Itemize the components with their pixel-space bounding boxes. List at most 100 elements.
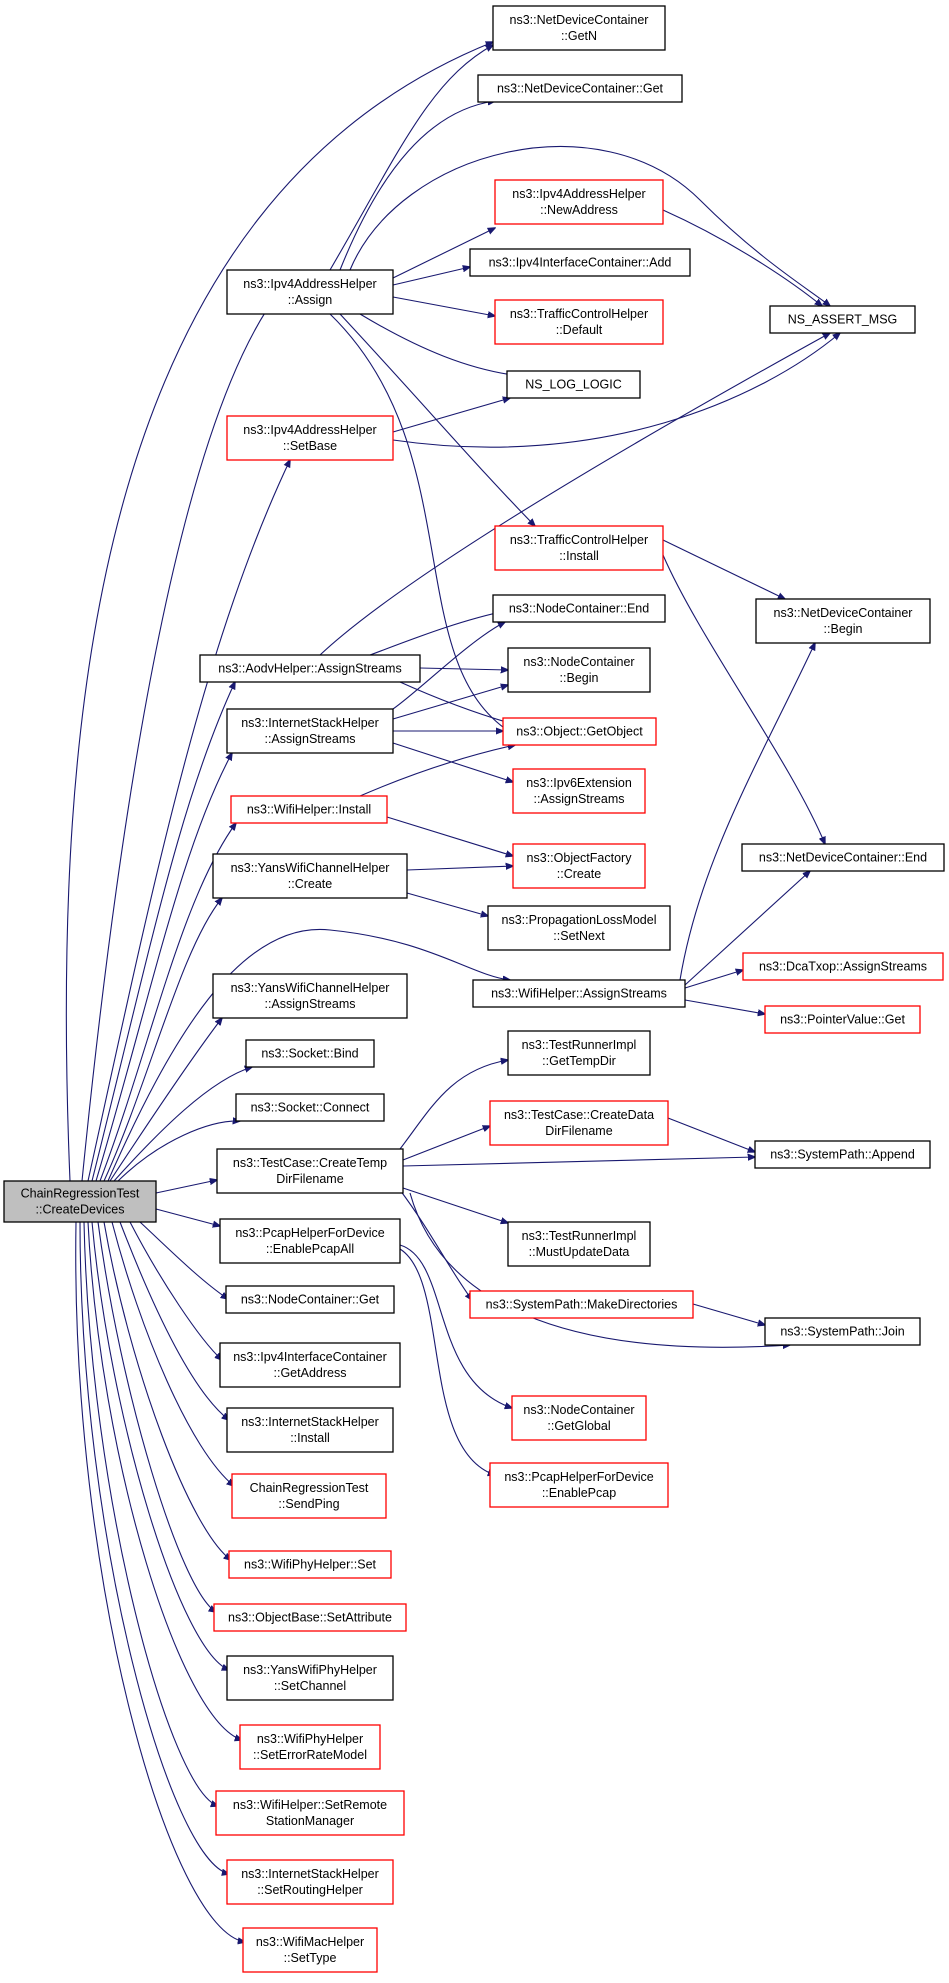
node-box bbox=[212, 973, 408, 1019]
node-ndc_begin[interactable]: ns3::NetDeviceContainer::Begin bbox=[755, 598, 931, 644]
node-ish_install[interactable]: ns3::InternetStackHelper::Install bbox=[226, 1407, 394, 1453]
node-pointer_get[interactable]: ns3::PointerValue::Get bbox=[764, 1005, 921, 1034]
node-box bbox=[469, 248, 691, 277]
node-wmh_settype[interactable]: ns3::WifiMacHelper::SetType bbox=[242, 1927, 378, 1973]
node-label-line: ns3::NetDeviceContainer bbox=[774, 606, 913, 620]
node-ipv4ic_getaddr[interactable]: ns3::Ipv4InterfaceContainer::GetAddress bbox=[219, 1342, 401, 1388]
node-nc_end[interactable]: ns3::NodeContainer::End bbox=[492, 594, 666, 623]
edge-ipv4h_assign-to-ipv4h_newaddr bbox=[392, 228, 495, 279]
node-ipv4ic_add[interactable]: ns3::Ipv4InterfaceContainer::Add bbox=[469, 248, 691, 277]
node-objfactory_create[interactable]: ns3::ObjectFactory::Create bbox=[512, 843, 646, 889]
edge-root-to-pcap_enableall bbox=[155, 1208, 220, 1226]
node-pcap_enable[interactable]: ns3::PcapHelperForDevice::EnablePcap bbox=[489, 1462, 669, 1508]
node-label-line: ns3::PcapHelperForDevice bbox=[504, 1470, 653, 1484]
node-ndc_get[interactable]: ns3::NetDeviceContainer::Get bbox=[477, 74, 683, 103]
node-sp_join[interactable]: ns3::SystemPath::Join bbox=[764, 1317, 921, 1346]
edge-root-to-nc_get bbox=[139, 1221, 228, 1299]
node-tch_default[interactable]: ns3::TrafficControlHelper::Default bbox=[494, 299, 664, 345]
node-wifih_install[interactable]: ns3::WifiHelper::Install bbox=[230, 795, 388, 824]
node-label-line: ns3::NetDeviceContainer::Get bbox=[497, 82, 664, 96]
edge-ish_assign-to-nc_end bbox=[392, 622, 505, 710]
edge-root-to-wifih_setremote bbox=[83, 1221, 218, 1806]
node-yans_create[interactable]: ns3::YansWifiChannelHelper::Create bbox=[212, 853, 408, 899]
node-socket_bind[interactable]: ns3::Socket::Bind bbox=[245, 1039, 375, 1068]
node-ndc_end[interactable]: ns3::NetDeviceContainer::End bbox=[741, 843, 945, 872]
node-box bbox=[492, 5, 666, 51]
node-ish_setrouting[interactable]: ns3::InternetStackHelper::SetRoutingHelp… bbox=[226, 1859, 394, 1905]
node-label-line: ns3::WifiMacHelper bbox=[256, 1935, 364, 1949]
node-ipv4h_setbase[interactable]: ns3::Ipv4AddressHelper::SetBase bbox=[226, 415, 394, 461]
node-ipv4h_assign[interactable]: ns3::Ipv4AddressHelper::Assign bbox=[226, 269, 394, 315]
edge-root-to-wph_seterror bbox=[87, 1221, 242, 1740]
node-label-line: ns3::InternetStackHelper bbox=[241, 1867, 379, 1881]
node-label-line: DirFilename bbox=[276, 1172, 343, 1186]
node-label-line: ::EnablePcapAll bbox=[266, 1242, 354, 1256]
node-socket_connect[interactable]: ns3::Socket::Connect bbox=[235, 1093, 385, 1122]
node-ipv6ext_assign[interactable]: ns3::Ipv6Extension::AssignStreams bbox=[512, 768, 646, 814]
node-box bbox=[213, 1603, 407, 1632]
node-label-line: ::AssignStreams bbox=[264, 732, 355, 746]
node-label-line: ns3::NetDeviceContainer::End bbox=[759, 851, 927, 865]
node-label-line: ns3::PointerValue::Get bbox=[780, 1013, 905, 1027]
node-wph_set[interactable]: ns3::WifiPhyHelper::Set bbox=[228, 1550, 392, 1579]
node-box bbox=[764, 1005, 921, 1034]
node-nc_begin[interactable]: ns3::NodeContainer::Begin bbox=[507, 647, 651, 693]
node-tri_mustupdate[interactable]: ns3::TestRunnerImpl::MustUpdateData bbox=[507, 1221, 651, 1267]
edge-tc_createdata-to-sp_append bbox=[667, 1117, 755, 1152]
node-ipv4h_newaddr[interactable]: ns3::Ipv4AddressHelper::NewAddress bbox=[494, 179, 664, 225]
node-nc_get[interactable]: ns3::NodeContainer::Get bbox=[225, 1285, 395, 1314]
node-label-line: ns3::WifiHelper::SetRemote bbox=[233, 1798, 387, 1812]
node-label-line: ns3::InternetStackHelper bbox=[241, 1415, 379, 1429]
edge-aodv_assign-to-nc_end bbox=[369, 610, 510, 656]
node-box bbox=[507, 1221, 651, 1267]
node-box bbox=[215, 1790, 405, 1836]
node-ns_log[interactable]: NS_LOG_LOGIC bbox=[506, 370, 641, 399]
node-plm_setnext[interactable]: ns3::PropagationLossModel::SetNext bbox=[487, 905, 671, 951]
node-box bbox=[212, 853, 408, 899]
node-pcap_enableall[interactable]: ns3::PcapHelperForDevice::EnablePcapAll bbox=[219, 1218, 401, 1264]
node-label-line: ns3::NodeContainer::End bbox=[509, 602, 649, 616]
node-ndc_getn[interactable]: ns3::NetDeviceContainer::GetN bbox=[492, 5, 666, 51]
node-label-line: ::GetAddress bbox=[274, 1366, 347, 1380]
node-label-line: ns3::NetDeviceContainer bbox=[510, 13, 649, 27]
edge-tc_createtemp-to-tc_createdata bbox=[402, 1126, 490, 1161]
node-box bbox=[226, 1859, 394, 1905]
node-label-line: DirFilename bbox=[545, 1124, 612, 1138]
node-root[interactable]: ChainRegressionTest::CreateDevices bbox=[3, 1180, 157, 1223]
node-tri_gettemp[interactable]: ns3::TestRunnerImpl::GetTempDir bbox=[507, 1030, 651, 1076]
node-dcatxop_assign[interactable]: ns3::DcaTxop::AssignStreams bbox=[742, 952, 944, 981]
node-label-line: ::Begin bbox=[560, 671, 599, 685]
node-box bbox=[216, 1148, 404, 1194]
node-label-line: ns3::PcapHelperForDevice bbox=[235, 1226, 384, 1240]
node-ish_assign[interactable]: ns3::InternetStackHelper::AssignStreams bbox=[226, 708, 394, 754]
node-box bbox=[769, 305, 916, 334]
node-crt_sendping[interactable]: ChainRegressionTest::SendPing bbox=[231, 1473, 387, 1519]
edge-tch_install-to-ndc_begin bbox=[662, 539, 785, 599]
node-tch_install[interactable]: ns3::TrafficControlHelper::Install bbox=[494, 525, 664, 571]
node-label-line: ns3::SystemPath::MakeDirectories bbox=[486, 1298, 678, 1312]
node-sp_makedirs[interactable]: ns3::SystemPath::MakeDirectories bbox=[469, 1290, 694, 1319]
node-box bbox=[492, 594, 666, 623]
edge-ipv4h_assign-to-ipv4ic_add bbox=[392, 267, 470, 286]
node-box bbox=[494, 299, 664, 345]
node-label-line: ns3::NodeContainer bbox=[523, 1403, 634, 1417]
edge-ipv4h_setbase-to-ns_log bbox=[392, 398, 510, 433]
node-wph_seterror[interactable]: ns3::WifiPhyHelper::SetErrorRateModel bbox=[239, 1724, 381, 1770]
node-yans_assign[interactable]: ns3::YansWifiChannelHelper::AssignStream… bbox=[212, 973, 408, 1019]
node-ns_assert[interactable]: NS_ASSERT_MSG bbox=[769, 305, 916, 334]
node-label-line: ::AssignStreams bbox=[264, 997, 355, 1011]
node-ob_setattr[interactable]: ns3::ObjectBase::SetAttribute bbox=[213, 1603, 407, 1632]
node-nc_getglobal[interactable]: ns3::NodeContainer::GetGlobal bbox=[511, 1395, 647, 1441]
node-aodv_assign[interactable]: ns3::AodvHelper::AssignStreams bbox=[199, 654, 421, 683]
edge-root-to-ish_assign bbox=[95, 753, 232, 1182]
node-obj_getobject[interactable]: ns3::Object::GetObject bbox=[502, 717, 657, 746]
node-ywph_setchannel[interactable]: ns3::YansWifiPhyHelper::SetChannel bbox=[226, 1655, 394, 1701]
node-wifih_assign[interactable]: ns3::WifiHelper::AssignStreams bbox=[472, 979, 686, 1008]
node-label-line: ::AssignStreams bbox=[533, 792, 624, 806]
node-label-line: ::SetErrorRateModel bbox=[253, 1748, 367, 1762]
node-sp_append[interactable]: ns3::SystemPath::Append bbox=[754, 1140, 931, 1169]
node-label-line: ns3::TestRunnerImpl bbox=[522, 1038, 637, 1052]
